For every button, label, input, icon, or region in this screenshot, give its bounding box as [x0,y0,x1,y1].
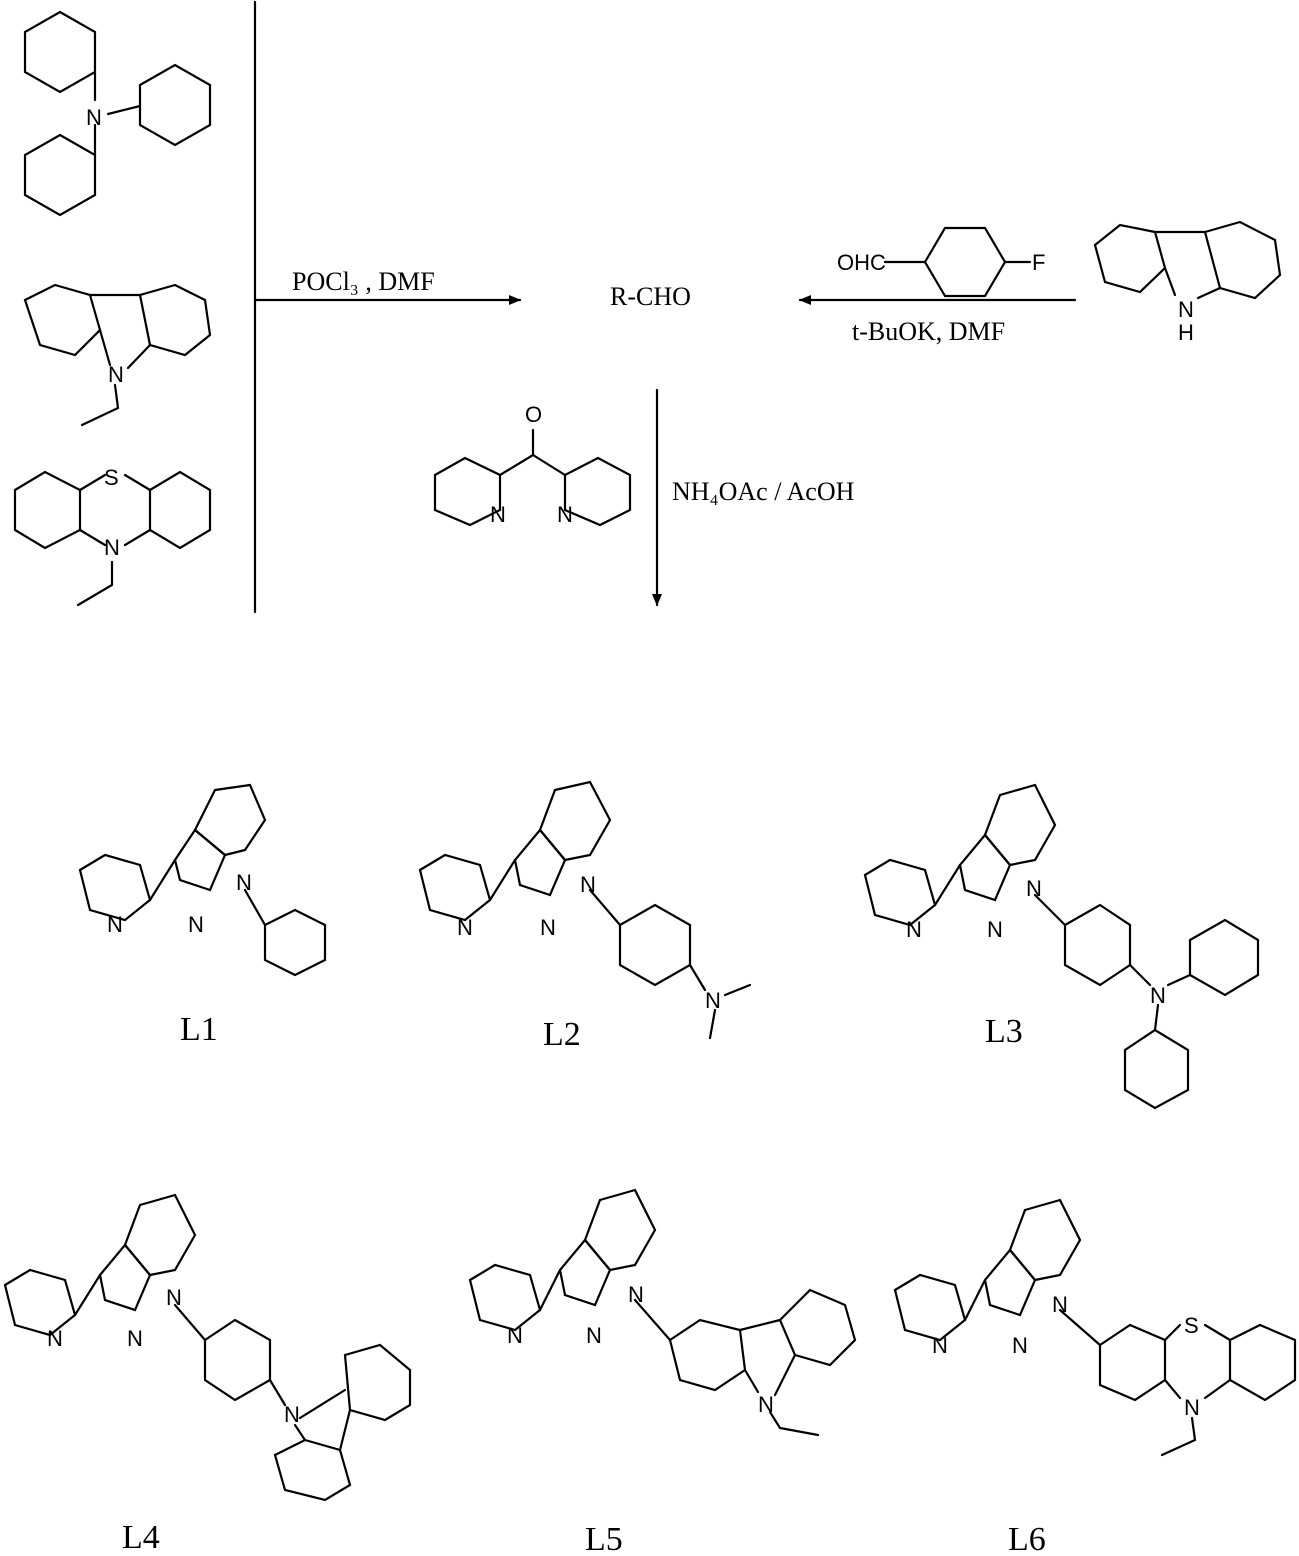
L3-pyridine-nitrogen: N [906,917,922,942]
phenothiazine-sulfur-label: S [104,465,119,490]
ligand-L3-label: L3 [985,1013,1023,1050]
carbazole-nitrogen-label: N [108,362,124,387]
carbazole-nh-hydrogen-label: H [1178,320,1194,345]
vilsmeier-conditions: POCl₃ , DMF [292,267,435,296]
L6-phenothiazine-nitrogen: N [1184,1395,1200,1420]
L2-pyridine-nitrogen: N [457,915,473,940]
ethylcarbazole-structure: N [23,283,212,427]
L3-imidazole-nitrogen: N [987,917,1003,942]
ethylphenothiazine-structure: S N [13,465,212,607]
aldehyde-group-label: OHC [837,250,886,275]
ullmann-conditions: t-BuOK, DMF [852,317,1005,346]
L4-pyridine-nitrogen: N [47,1326,63,1351]
fluorine-label: F [1032,250,1045,275]
L5-imidazole-nitrogen: N [586,1323,602,1348]
carbazole-nh-nitrogen-label: N [1178,297,1194,322]
L6-bridgehead-nitrogen: N [1052,1292,1068,1317]
ligand-L4-label: L4 [122,1519,160,1556]
left-pyridine-nitrogen-label: N [490,502,506,527]
L1-pyridine-nitrogen: N [107,912,123,937]
dipyridylketone-structure: O N N [433,402,632,527]
ligand-L1-label: L1 [180,1011,218,1048]
ligand-L5-label: L5 [585,1521,623,1556]
L3-bridgehead-nitrogen: N [1026,876,1042,901]
L5-bridgehead-nitrogen: N [628,1282,644,1307]
phenothiazine-nitrogen-label: N [104,535,120,560]
ligand-L2-structure: N N N N [418,780,752,1040]
L6-sulfur: S [1184,1313,1199,1338]
L2-imidazole-nitrogen: N [540,915,556,940]
ligand-L5-structure: N N N N [468,1188,857,1437]
aldehyde-product-label: R-CHO [610,282,691,311]
L2-bridgehead-nitrogen: N [580,872,596,897]
ligand-L2-label: L2 [543,1016,581,1053]
L4-imidazole-nitrogen: N [127,1326,143,1351]
ligand-L3-structure: N N N N [863,783,1260,1110]
L4-carbazole-nitrogen: N [284,1402,300,1427]
L6-imidazole-nitrogen: N [1012,1333,1028,1358]
L5-pyridine-nitrogen: N [507,1323,523,1348]
ligand-L4-structure: N N N N [3,1193,412,1502]
L5-carbazole-nitrogen: N [758,1392,774,1417]
ligand-L6-structure: N N N S N [893,1198,1297,1457]
fluorobenzaldehyde-structure: OHC F [837,226,1045,298]
right-pyridine-nitrogen-label: N [557,502,573,527]
L1-bridgehead-nitrogen: N [236,870,252,895]
amine-nitrogen-label: N [86,105,102,130]
triphenylamine-structure: N [23,10,212,217]
ligand-L6-label: L6 [1008,1521,1046,1556]
ligand-L1-structure: N N N [78,783,327,977]
L2-amine-nitrogen: N [705,988,721,1013]
carbazole-nh-structure: N H [1093,220,1282,345]
ketone-oxygen-label: O [525,402,542,427]
L4-bridgehead-nitrogen: N [166,1285,182,1310]
L6-pyridine-nitrogen: N [932,1333,948,1358]
L3-amine-nitrogen: N [1150,983,1166,1008]
cyclization-conditions: NH₄OAc / AcOH [672,477,855,506]
L1-imidazole-nitrogen: N [188,912,204,937]
